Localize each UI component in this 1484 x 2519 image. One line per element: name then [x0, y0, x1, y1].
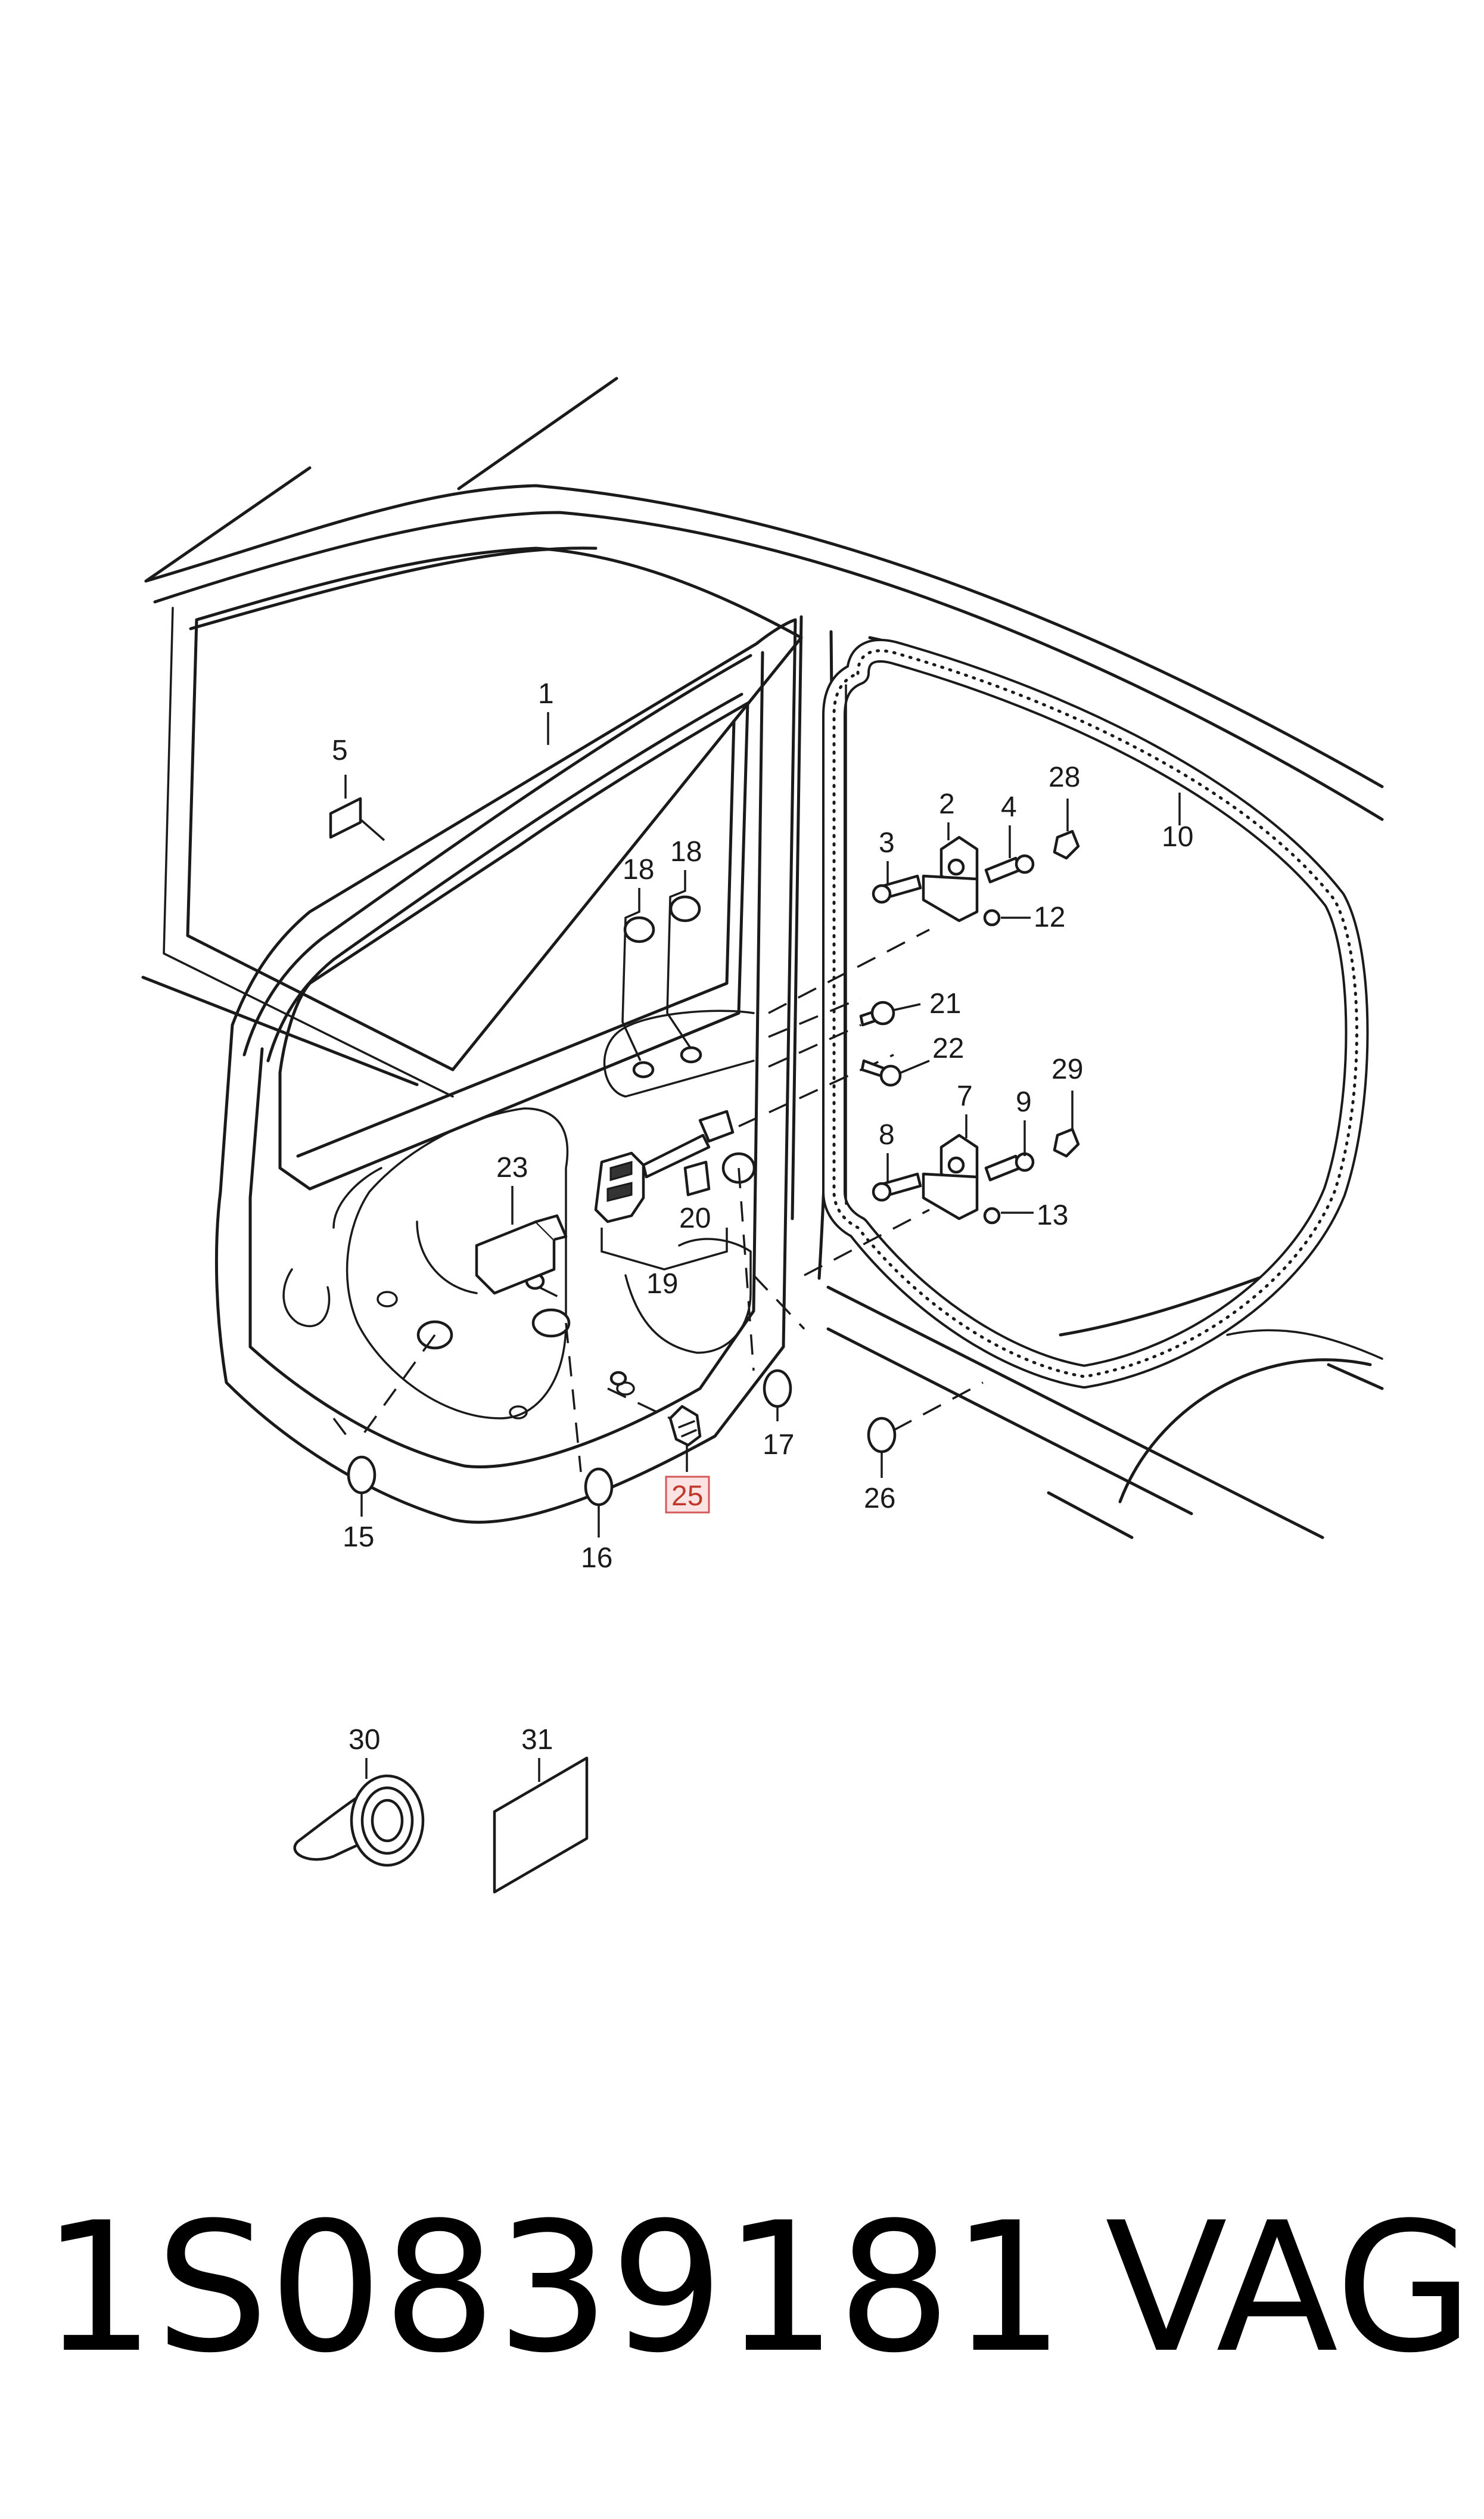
car-body-outline: [141, 377, 1384, 1539]
callout-22: 22: [932, 1033, 964, 1064]
lower-hinge-assembly: [872, 1091, 1080, 1225]
part-number-label: 1S0839181: [42, 2184, 1065, 2392]
part-20-clip: [683, 1160, 711, 1197]
callout-10: 10: [1162, 821, 1193, 853]
callout-8: 8: [879, 1119, 895, 1151]
brand-label: VAG: [1105, 2184, 1474, 2392]
callout-30: 30: [349, 1724, 380, 1756]
callout-20: 20: [679, 1203, 711, 1234]
callout-2: 2: [939, 788, 955, 820]
callout-17: 17: [763, 1429, 794, 1461]
part-19-door-check: [594, 1110, 735, 1271]
highlight-box-25: [665, 1476, 710, 1514]
callout-15: 15: [343, 1521, 374, 1553]
callout-13: 13: [1037, 1200, 1068, 1231]
part-31-sheet: [493, 1756, 589, 1894]
callout-5: 5: [332, 735, 348, 766]
callout-26: 26: [864, 1483, 895, 1514]
callout-28: 28: [1049, 762, 1080, 793]
callout-25: 25: [671, 1480, 703, 1512]
callout-19: 19: [646, 1268, 678, 1300]
part-25-clip: [668, 1405, 702, 1472]
callout-7: 7: [957, 1080, 973, 1112]
callout-16: 16: [581, 1542, 612, 1574]
assembly-dashed-lines: [332, 928, 930, 1473]
callout-1: 1: [538, 678, 554, 710]
callout-23: 23: [496, 1152, 528, 1184]
callout-21: 21: [929, 988, 961, 1020]
part-5-label-plate: [329, 775, 385, 841]
callout-12: 12: [1034, 902, 1065, 933]
callout-18b: 18: [670, 836, 702, 868]
callout-18a: 18: [623, 854, 654, 886]
upper-hinge-assembly: [872, 799, 1080, 927]
door-seal-10: [822, 638, 1369, 1389]
callout-31: 31: [521, 1724, 553, 1756]
part-18-plugs: [621, 870, 701, 1061]
callout-29: 29: [1051, 1054, 1083, 1085]
bolts-21-22: [859, 1001, 930, 1087]
rear-door-shell: [214, 618, 797, 1524]
part-30-tape-roll: [293, 1758, 425, 1867]
part-23-cover: [475, 1186, 568, 1295]
callout-3: 3: [879, 827, 895, 859]
callout-labels: 1 5 18 18 2 3 4 28 10 12 21 22 29 7 8 9 …: [332, 678, 1193, 1756]
callout-4: 4: [1001, 791, 1017, 823]
plug-parts: [347, 1369, 984, 1538]
callout-9: 9: [1016, 1086, 1032, 1118]
